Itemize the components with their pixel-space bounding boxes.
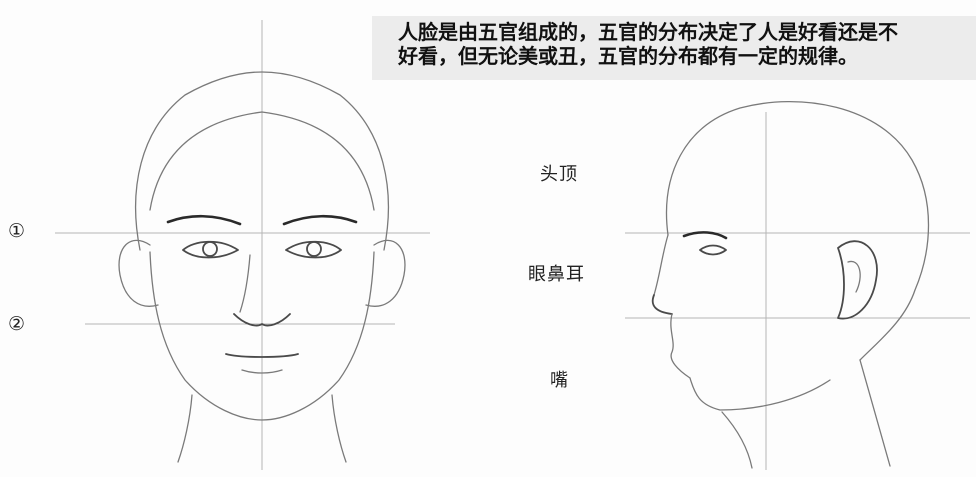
zone-label-bottom: 嘴 (550, 370, 569, 391)
front-left-ear (118, 239, 159, 307)
front-neck-left (177, 394, 193, 463)
side-chin-jaw (689, 377, 831, 411)
front-mouth (225, 353, 299, 358)
caption-box: 人脸是由五官组成的，五官的分布决定了人是好看还是不 好看，但无论美或丑，五官的分… (372, 16, 976, 80)
front-jaw (149, 251, 375, 421)
front-left-iris (202, 241, 218, 257)
guide-lines (55, 20, 970, 470)
side-ear-inner (847, 260, 861, 293)
side-ear (837, 240, 878, 320)
front-left-eye (182, 240, 239, 259)
side-neck-back (859, 359, 891, 467)
side-nose-profile (651, 294, 673, 315)
front-right-brow (282, 214, 358, 226)
side-skull-outline (665, 100, 930, 361)
caption-line-2: 好看，但无论美或丑，五官的分布都有一定的规律。 (398, 44, 858, 68)
front-nose (233, 313, 291, 327)
front-lower-lip (241, 369, 283, 374)
zone-label-top: 头顶 (540, 164, 578, 185)
front-nose-bridge (239, 254, 251, 313)
side-eye (699, 244, 727, 256)
front-neck-right (331, 394, 347, 463)
front-right-ear (365, 239, 406, 307)
marker-eye-line: ① (8, 220, 26, 242)
side-neck-front (721, 411, 753, 469)
front-right-iris (306, 241, 322, 257)
front-right-eye (285, 240, 342, 259)
caption-line-1: 人脸是由五官组成的，五官的分布决定了人是好看还是不 (398, 20, 898, 44)
front-left-brow (166, 214, 242, 226)
side-face-sketch (651, 100, 930, 469)
front-hairline (149, 111, 375, 211)
zone-label-middle: 眼鼻耳 (528, 264, 585, 285)
side-forehead (653, 234, 669, 296)
front-head-outline (135, 71, 389, 251)
front-face-sketch (118, 71, 406, 463)
marker-nose-line: ② (8, 313, 26, 335)
side-brow (682, 231, 728, 240)
side-lips (670, 313, 691, 379)
